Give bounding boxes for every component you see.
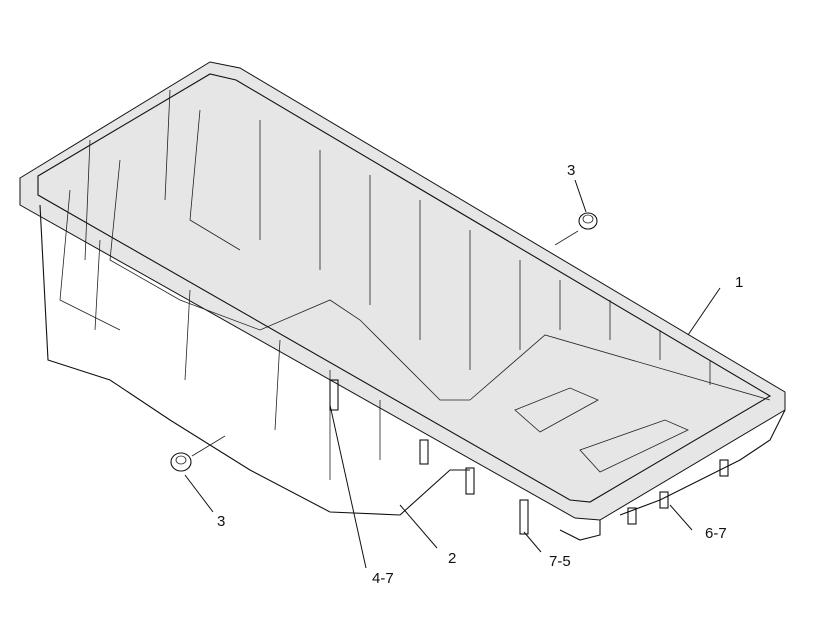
callout-4-7: 4-7 (372, 570, 394, 587)
callout-7-5: 7-5 (549, 553, 571, 570)
oil-pan-flange (19, 61, 786, 521)
drain-plug-top (554, 212, 598, 246)
callout-6-7: 6-7 (705, 525, 727, 542)
callout-2: 2 (448, 550, 456, 567)
flange-studs (329, 379, 729, 535)
leader-lines (184, 179, 721, 569)
callout-3-top: 3 (567, 162, 575, 179)
callout-3-left: 3 (217, 513, 225, 530)
drain-plug-left (170, 435, 226, 472)
callout-1: 1 (735, 274, 743, 291)
callout-labels: 3 1 3 2 4-7 7-5 6-7 (217, 162, 743, 587)
oil-pan-body (39, 89, 786, 541)
